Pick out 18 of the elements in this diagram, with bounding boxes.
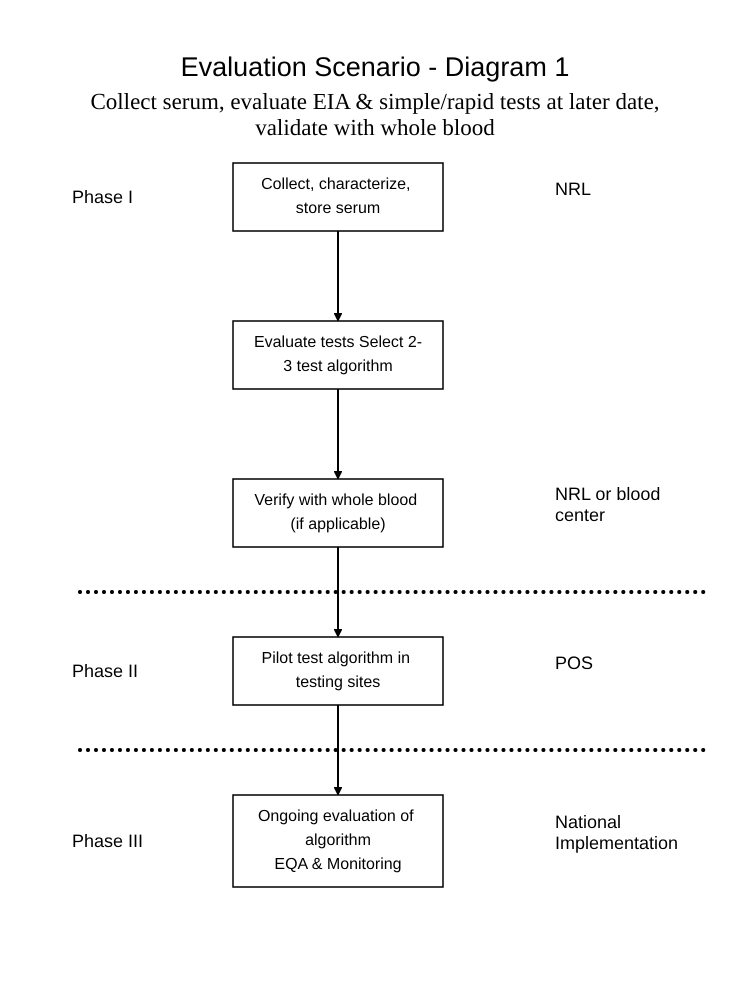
phase-label: Phase III (72, 830, 144, 852)
node-box: Collect, characterize, store serum (232, 162, 444, 232)
node-box: Pilot test algorithm in testing sites (232, 636, 444, 706)
site-label: NRL (555, 178, 592, 200)
node-box: Ongoing evaluation of algorithm EQA & Monitoring (232, 794, 444, 888)
diagram-subtitle: Collect serum, evaluate EIA & simple/rapid tests at later date, validate with whole blood (89, 89, 661, 141)
arrow (334, 389, 342, 480)
site-label: NRL or blood center (555, 484, 662, 526)
phase-label: Phase I (72, 186, 134, 208)
phase-label: Phase II (72, 660, 140, 682)
arrow (334, 231, 342, 322)
arrow (334, 547, 342, 638)
site-label: POS (555, 652, 594, 674)
site-label: National Implementation (555, 812, 680, 854)
node-box: Verify with whole blood (if applicable) (232, 478, 444, 548)
node-box: Evaluate tests Select 2-3 test algorithm (232, 320, 444, 390)
arrow (334, 705, 342, 796)
diagram-title: Evaluation Scenario - Diagram 1 (180, 51, 570, 83)
